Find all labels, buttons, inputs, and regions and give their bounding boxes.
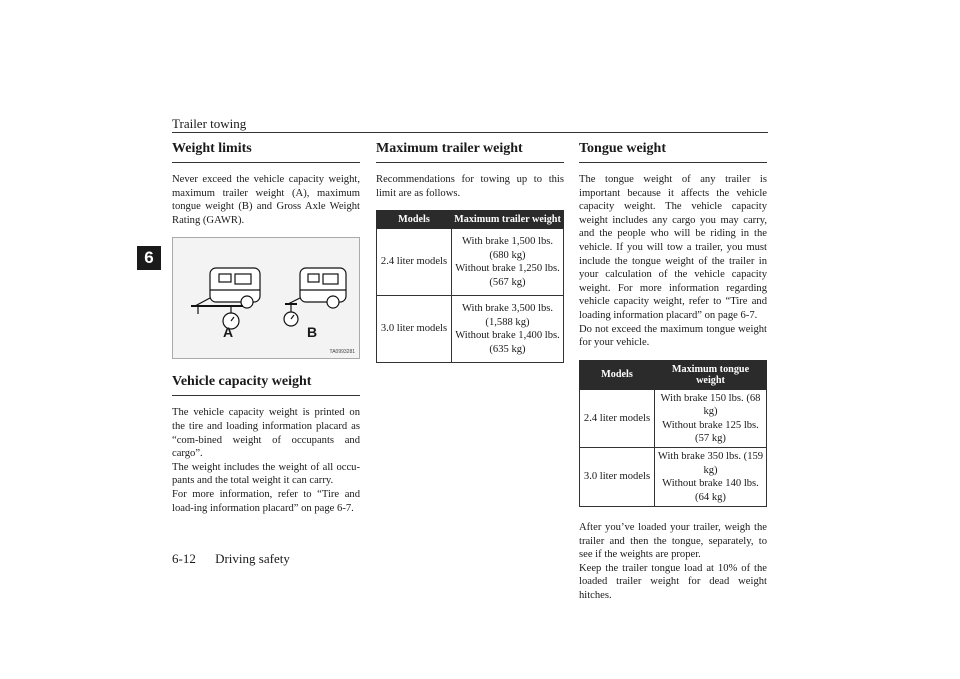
- figure-code: TA0993281: [329, 349, 355, 356]
- column-maximum-trailer-weight: Maximum trailer weight Recommendations f…: [376, 136, 564, 364]
- heading-maximum-trailer-weight: Maximum trailer weight: [376, 136, 564, 163]
- figure-label-b: B: [307, 324, 318, 341]
- footer-section-name: Driving safety: [215, 551, 290, 566]
- table-cell-value: With brake 3,500 lbs. (1,588 kg) Without…: [451, 295, 564, 364]
- running-header-title: Trailer towing: [172, 116, 247, 131]
- table-header-max-trailer-weight: Maximum trailer weight: [451, 210, 564, 230]
- trailer-weight-illustration: A B TA0993281: [172, 237, 360, 360]
- table-cell-value-text: With brake 150 lbs. (68 kg) Without brak…: [660, 392, 761, 444]
- tongue-weight-paragraph-2: Do not exceed the maximum tongue weight …: [579, 323, 767, 349]
- column-weight-limits: Weight limits Never exceed the vehicle c…: [172, 136, 360, 515]
- table-header-row: Models Maximum trailer weight: [376, 210, 564, 230]
- table-header-models: Models: [579, 359, 655, 390]
- table-header-max-tongue-weight: Maximum tongue weight: [654, 359, 767, 390]
- heading-tongue-weight: Tongue weight: [579, 136, 767, 163]
- table-row: 3.0 liter models With brake 3,500 lbs. (…: [376, 295, 564, 364]
- trailer-b-drawing: [283, 267, 347, 327]
- figure-label-a: A: [223, 324, 234, 341]
- table-cell-value: With brake 350 lbs. (159 kg) Without bra…: [654, 447, 767, 507]
- tongue-weight-paragraph-4: Keep the trailer tongue load at 10% of t…: [579, 562, 767, 601]
- table-cell-value-text: With brake 350 lbs. (159 kg) Without bra…: [657, 451, 764, 503]
- capacity-paragraph-3: For more information, refer to “Tire and…: [172, 488, 360, 514]
- tongue-weight-paragraph-1: The tongue weight of any trailer is impo…: [579, 174, 767, 321]
- chapter-tab: 6: [137, 246, 161, 270]
- capacity-paragraph-1: The vehicle capacity weight is printed o…: [172, 407, 360, 460]
- table-cell-model: 3.0 liter models: [376, 295, 452, 364]
- heading-weight-limits: Weight limits: [172, 136, 360, 163]
- table-row: 3.0 liter models With brake 350 lbs. (15…: [579, 447, 767, 507]
- table-cell-model: 2.4 liter models: [579, 388, 655, 449]
- page-footer: 6-12 Driving safety: [172, 551, 290, 567]
- table-header-row: Models Maximum tongue weight: [579, 359, 767, 390]
- table-cell-value-text: With brake 3,500 lbs. (1,588 kg) Without…: [455, 303, 560, 355]
- trailer-illustration-graphic: [191, 267, 347, 330]
- table-cell-model: 2.4 liter models: [376, 228, 452, 297]
- table-cell-model: 3.0 liter models: [579, 447, 655, 507]
- table-cell-value-text: With brake 1,500 lbs. (680 kg) Without b…: [455, 236, 560, 288]
- tongue-weight-table: Models Maximum tongue weight 2.4 liter m…: [579, 359, 767, 507]
- heading-vehicle-capacity-weight: Vehicle capacity weight: [172, 369, 360, 397]
- table-cell-value: With brake 1,500 lbs. (680 kg) Without b…: [451, 228, 564, 297]
- page-number: 6-12: [172, 551, 196, 566]
- table-row: 2.4 liter models With brake 1,500 lbs. (…: [376, 228, 564, 297]
- capacity-paragraph-2: The weight includes the weight of all oc…: [172, 461, 360, 487]
- header-rule: [172, 132, 768, 133]
- table-cell-value: With brake 150 lbs. (68 kg) Without brak…: [654, 388, 767, 449]
- tongue-weight-paragraph-3: After you’ve loaded your trailer, weigh …: [579, 521, 767, 561]
- table-row: 2.4 liter models With brake 150 lbs. (68…: [579, 388, 767, 449]
- trailer-weight-table: Models Maximum trailer weight 2.4 liter …: [376, 210, 564, 364]
- trailer-weight-intro: Recommendations for towing up to this li…: [376, 174, 564, 199]
- column-tongue-weight: Tongue weight The tongue weight of any t…: [579, 136, 767, 603]
- weight-limits-paragraph: Never exceed the vehicle capacity weight…: [172, 174, 360, 226]
- trailer-a-drawing: [191, 267, 261, 330]
- table-header-models: Models: [376, 210, 452, 230]
